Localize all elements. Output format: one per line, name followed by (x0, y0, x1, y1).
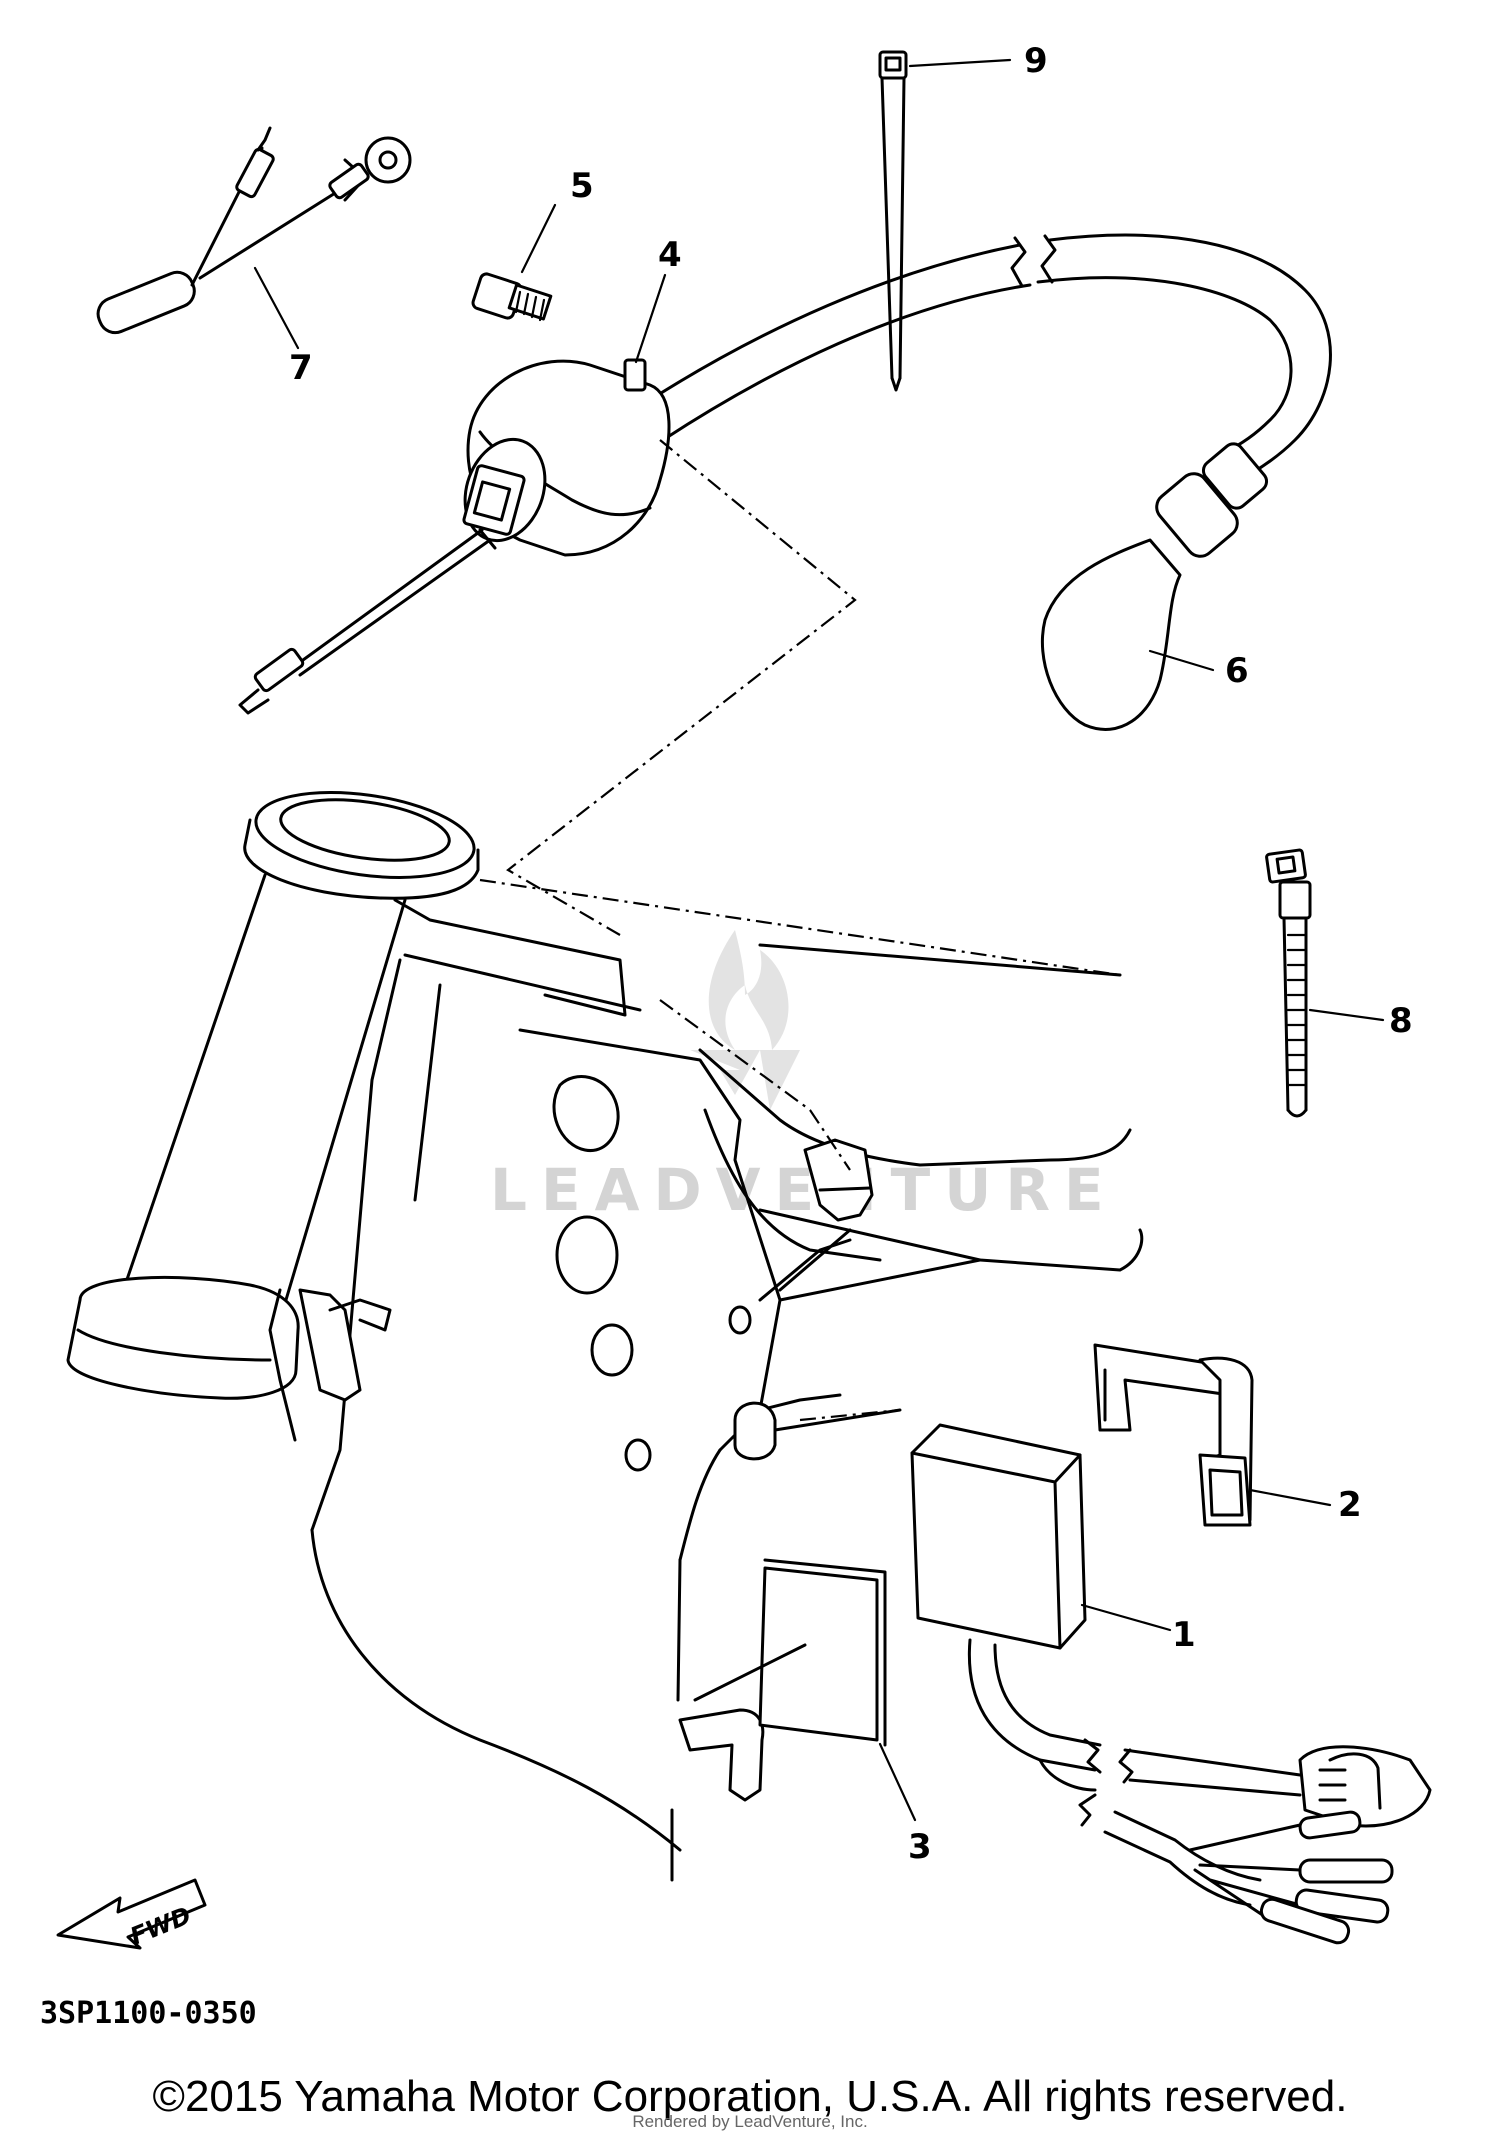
part-2-cdi-bracket (1093, 1343, 1254, 1527)
flame-logo-icon (690, 930, 800, 1110)
copyright-notice: ©2015 Yamaha Motor Corporation, U.S.A. A… (152, 2072, 1348, 2121)
part-3-rubber-pad (693, 1558, 887, 1747)
part-9-cable-tie (878, 50, 908, 392)
callout-1: 1 (1172, 1615, 1196, 1655)
leadventure-watermark: LEADVENTURE (490, 930, 1118, 1224)
leader-line-5 (520, 203, 557, 274)
callout-5: 5 (570, 166, 594, 206)
callout-8: 8 (1389, 1001, 1413, 1041)
leader-line-8 (1308, 1008, 1385, 1022)
watermark-text: LEADVENTURE (490, 1156, 1118, 1224)
leader-line-4 (634, 273, 667, 364)
part-8-cable-tie (1265, 848, 1312, 1118)
fwd-arrow-icon: FWD (56, 1878, 207, 1951)
motorcycle-frame (66, 791, 1144, 1882)
part-6-spark-plug-cap (1010, 233, 1332, 731)
leader-line-1 (1080, 1603, 1172, 1632)
callout-2: 2 (1338, 1485, 1362, 1525)
callout-7: 7 (289, 348, 313, 388)
part-5-bolt (471, 272, 553, 322)
rendered-by-note: Rendered by LeadVenture, Inc. (632, 2112, 868, 2131)
leader-line-7 (253, 266, 300, 350)
leader-line-9 (908, 58, 1012, 68)
part-4-ignition-coil (238, 243, 1032, 715)
part-1-cdi-unit (910, 1423, 1432, 1945)
coil-mount-line (506, 439, 857, 936)
callout-4: 4 (658, 235, 682, 275)
callout-9: 9 (1024, 41, 1048, 81)
callout-3: 3 (908, 1827, 932, 1867)
coil-bolt-line (659, 999, 851, 1171)
leader-line-3 (878, 1742, 917, 1822)
leader-line-2 (1248, 1488, 1332, 1507)
callout-6: 6 (1225, 651, 1249, 691)
leader-line-6 (1148, 649, 1215, 672)
diagram-code: 3SP1100-0350 (40, 1996, 257, 2031)
part-7-lead-wire (96, 126, 412, 335)
